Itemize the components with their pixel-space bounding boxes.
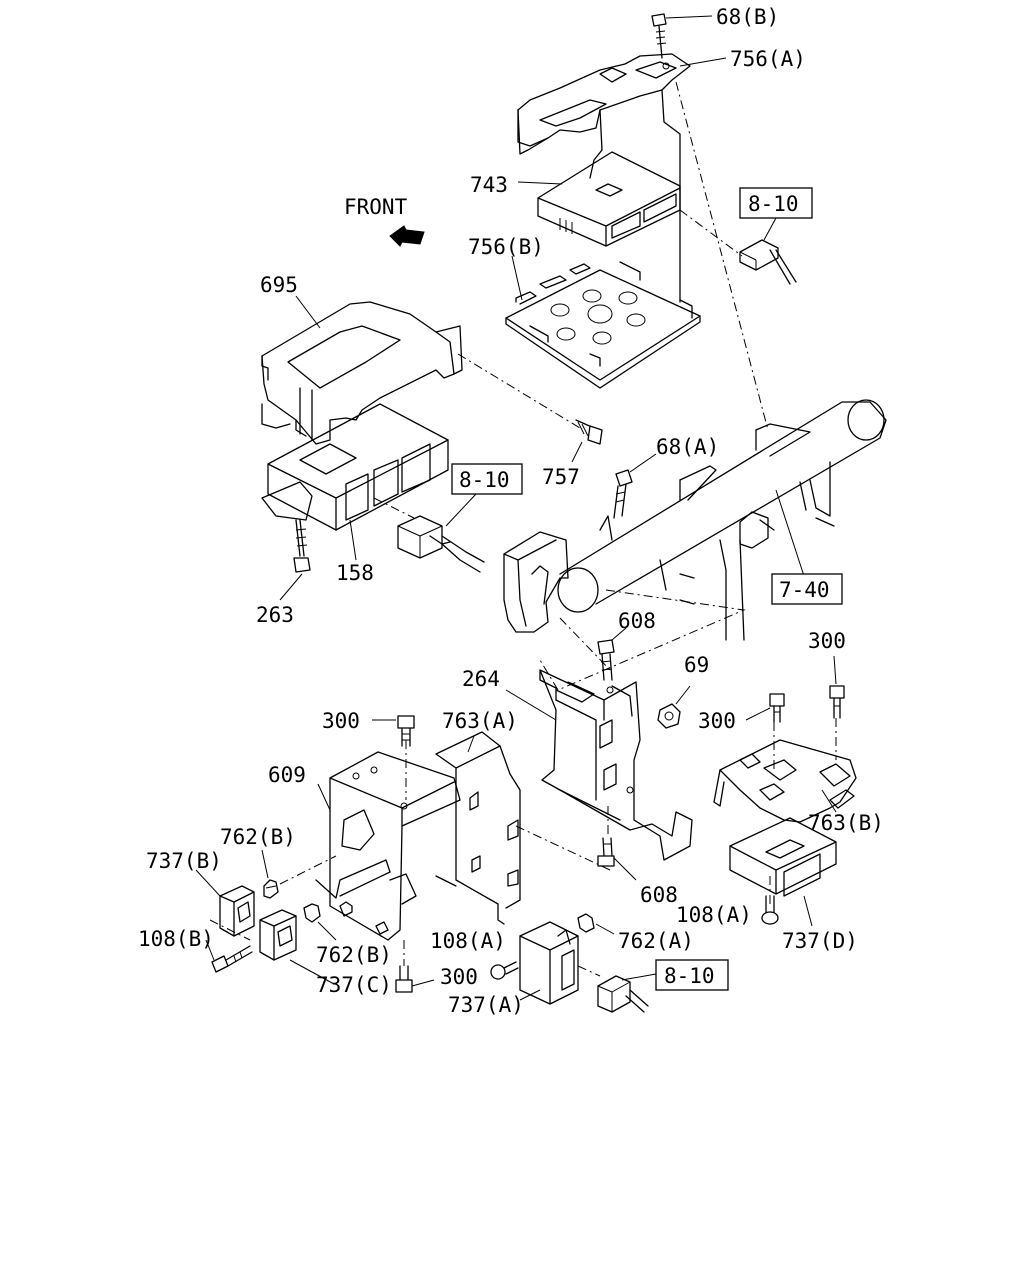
nut-69 — [657, 685, 691, 729]
label-68a: 68(A) — [656, 435, 719, 459]
ref-box-8-10-top: 8-10 — [739, 187, 813, 219]
bolt-608-bottom — [597, 806, 637, 881]
bracket-695 — [261, 295, 463, 445]
label-108a-right: 108(A) — [676, 903, 752, 927]
bolt-300-left-top — [372, 715, 415, 747]
clip-762b-lower — [303, 901, 389, 941]
bracket-264 — [505, 669, 693, 861]
label-264: 264 — [462, 667, 500, 691]
front-arrow — [389, 225, 425, 247]
beam-end-bracket — [503, 531, 569, 633]
bolt-108a-right — [761, 876, 779, 925]
label-300-c: 300 — [440, 965, 478, 989]
ref-box-8-10-bottom-label: 8-10 — [664, 964, 715, 988]
clip-762a — [577, 913, 615, 935]
bolt-757 — [571, 419, 603, 463]
bolt-263 — [279, 519, 311, 601]
bracket-756a — [517, 53, 727, 303]
bolt-300-left-bottom — [395, 965, 435, 993]
ecu-737d — [729, 817, 837, 927]
label-757: 757 — [542, 465, 580, 489]
bolt-108a-middle — [490, 961, 519, 980]
ecu-158 — [261, 403, 449, 561]
label-737d: 737(D) — [782, 929, 858, 953]
bolt-608-top — [597, 627, 627, 681]
ref-box-8-10-top-label: 8-10 — [748, 192, 799, 216]
label-263: 263 — [256, 603, 294, 627]
bolt-108b — [205, 939, 253, 973]
label-756b: 756(B) — [468, 235, 544, 259]
bolt-300-right-b — [829, 655, 845, 719]
label-68b: 68(B) — [716, 5, 779, 29]
ref-box-8-10-middle-label: 8-10 — [459, 468, 510, 492]
ref-box-7-40-label: 7-40 — [779, 578, 830, 602]
ref-box-8-10-middle: 8-10 — [451, 463, 523, 495]
label-743: 743 — [470, 173, 508, 197]
bracket-756b — [505, 255, 701, 389]
label-108b: 108(B) — [138, 927, 214, 951]
module-737b — [195, 869, 255, 937]
label-756a: 756(A) — [730, 47, 806, 71]
label-762b-upper: 762(B) — [220, 825, 296, 849]
front-label: FRONT — [344, 195, 408, 219]
label-763b: 763(B) — [808, 811, 884, 835]
label-762b-lower: 762(B) — [316, 943, 392, 967]
label-608-bottom: 608 — [640, 883, 678, 907]
bolt-300-right-a — [745, 693, 785, 723]
label-695: 695 — [260, 273, 298, 297]
bracket-763b — [713, 718, 857, 823]
ref-box-7-40: 7-40 — [771, 573, 843, 605]
module-737c — [259, 909, 335, 985]
module-737a — [519, 921, 579, 1005]
label-737b: 737(B) — [146, 849, 222, 873]
label-609: 609 — [268, 763, 306, 787]
label-158: 158 — [336, 561, 374, 585]
label-300-b: 300 — [698, 709, 736, 733]
cross-beam — [557, 399, 887, 641]
bracket-609 — [315, 751, 461, 941]
connector-middle — [397, 493, 485, 573]
label-608-top: 608 — [618, 609, 656, 633]
label-762a: 762(A) — [618, 929, 694, 953]
ref-box-8-10-bottom: 8-10 — [655, 959, 729, 991]
clip-762b-upper — [261, 849, 279, 899]
bracket-763a — [435, 731, 521, 925]
connector-bottom — [577, 965, 657, 1013]
bolt-68b — [651, 13, 713, 59]
label-69: 69 — [684, 653, 709, 677]
label-763a: 763(A) — [442, 709, 518, 733]
label-737c: 737(C) — [316, 973, 392, 997]
label-737a: 737(A) — [448, 993, 524, 1017]
label-300-right: 300 — [808, 629, 846, 653]
bolt-68a — [613, 453, 657, 519]
label-300-a: 300 — [322, 709, 360, 733]
label-108a-middle: 108(A) — [430, 929, 506, 953]
connector-top — [739, 217, 797, 285]
ecu-743 — [517, 151, 681, 247]
